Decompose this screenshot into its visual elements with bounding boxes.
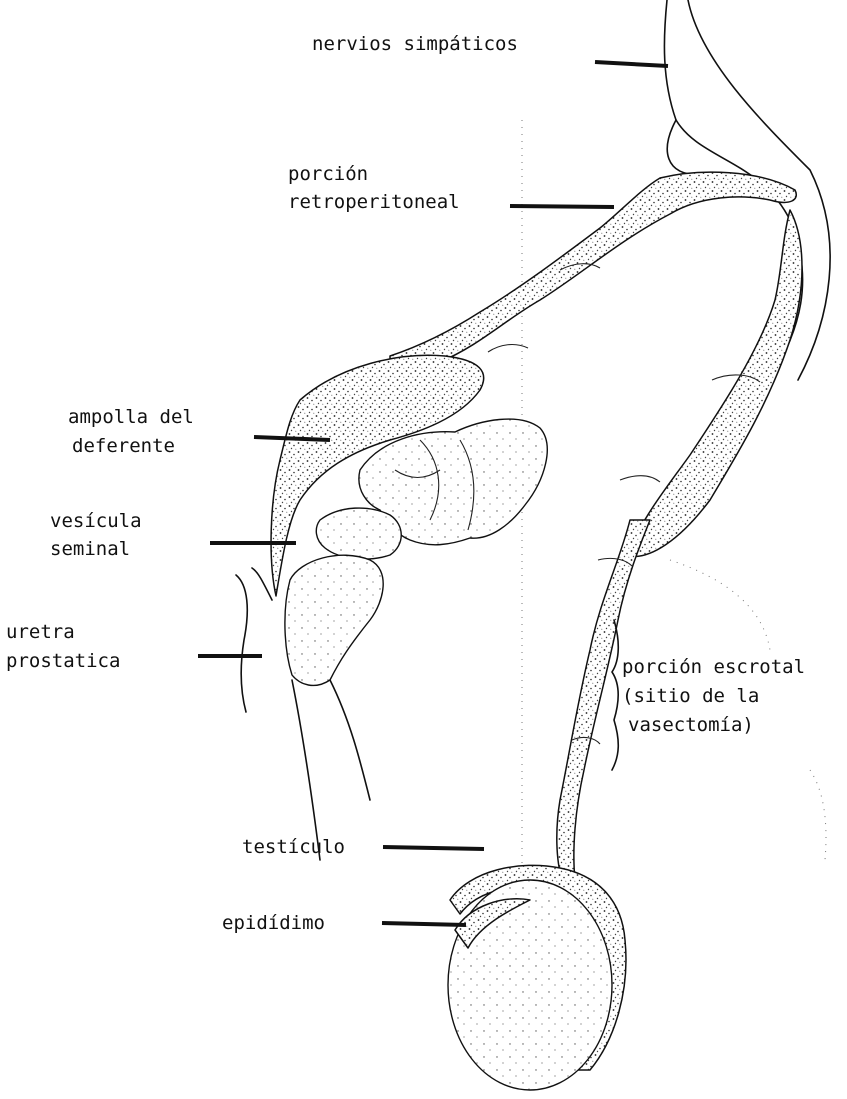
label-escrotal-line1: porción escrotal xyxy=(622,656,805,678)
label-ampolla-line2: deferente xyxy=(72,435,175,457)
label-uretra-line1: uretra xyxy=(6,621,75,643)
label-epididimo: epidídimo xyxy=(222,912,325,934)
vas-deferens-duct xyxy=(390,172,802,960)
prostatic-urethra xyxy=(236,555,383,860)
label-porcion-retro-line2: retroperitoneal xyxy=(288,191,460,213)
label-testiculo: testículo xyxy=(242,836,345,858)
label-escrotal-line2: (sitio de la xyxy=(622,685,759,707)
testicle xyxy=(448,880,612,1090)
label-ampolla-line1: ampolla del xyxy=(68,406,194,428)
label-escrotal-line3: vasectomía) xyxy=(628,714,754,736)
label-porcion-retro-line1: porción xyxy=(288,163,368,185)
label-vesicula-line1: vesícula xyxy=(50,510,142,532)
label-vesicula-line2: seminal xyxy=(50,538,130,560)
label-uretra-line2: prostatica xyxy=(6,650,120,672)
label-nervios-simpaticos: nervios simpáticos xyxy=(312,33,518,55)
